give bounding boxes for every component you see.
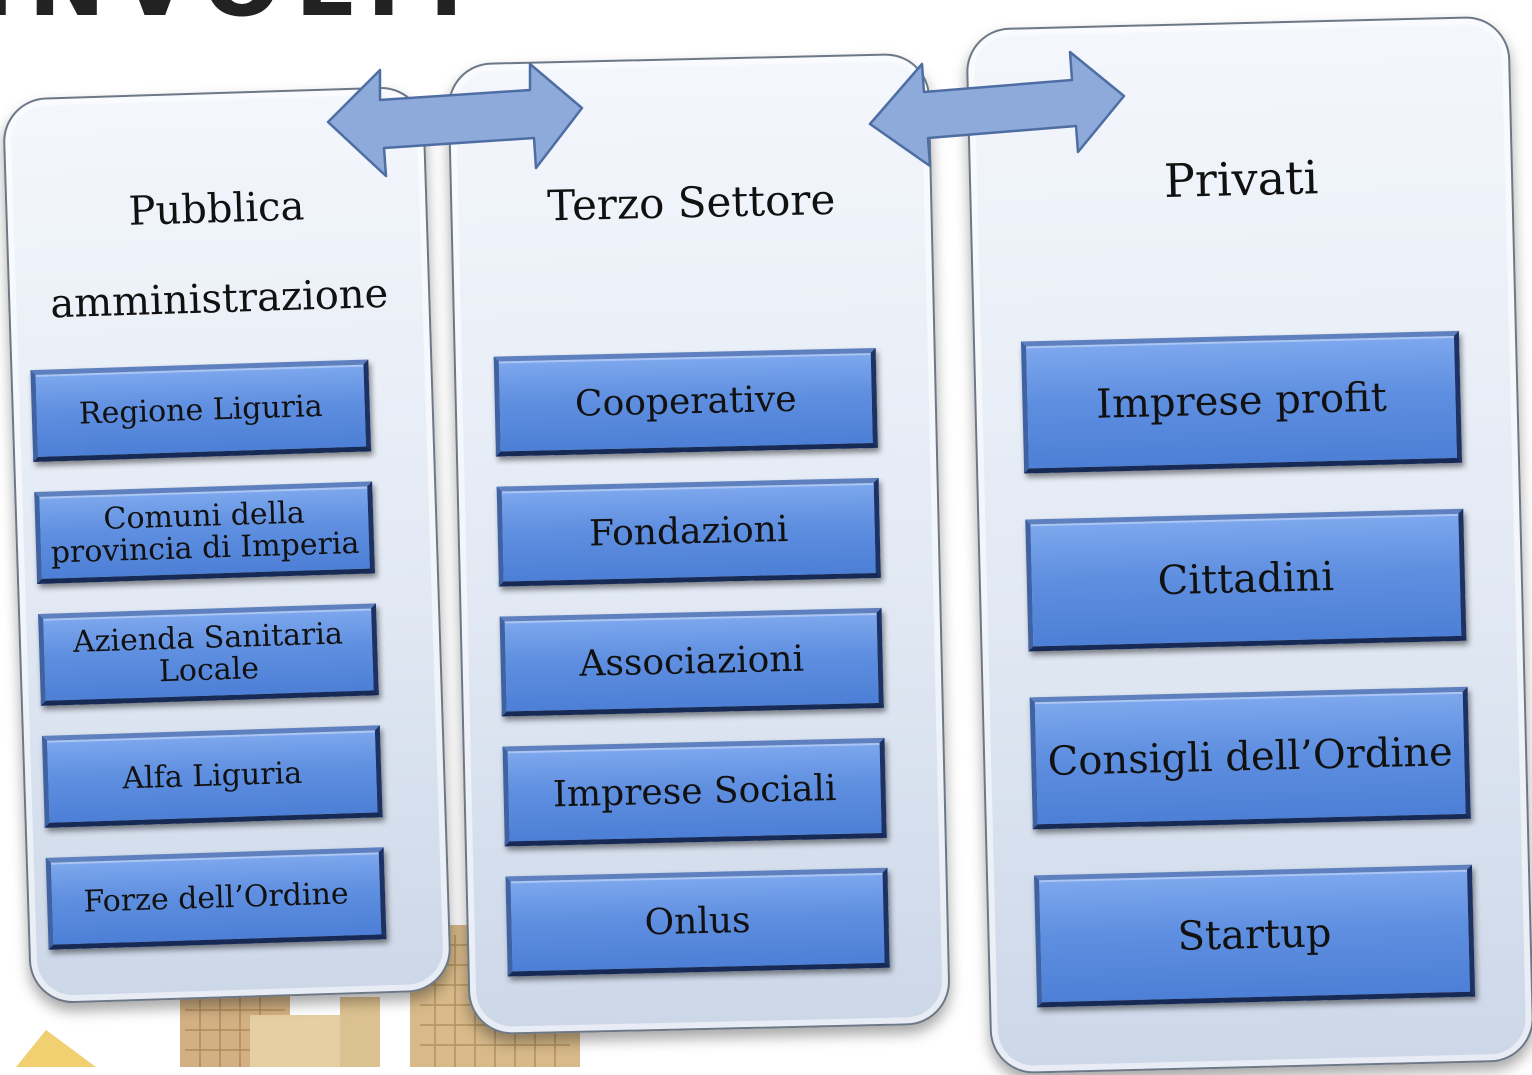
entity-box-onlus: Onlus [505, 867, 890, 977]
entity-box-cooperative: Cooperative [493, 347, 878, 457]
column-terzo-settore: Terzo Settore Cooperative Fondazioni Ass… [447, 52, 951, 1036]
entity-box-asl: Azienda Sanitaria Locale [38, 603, 379, 706]
entity-box-forze-ordine-pa: Forze dell’Ordine [45, 847, 387, 950]
double-arrow-icon [868, 50, 1126, 168]
entity-box-imprese-sociali: Imprese Sociali [502, 737, 887, 847]
entity-box-alfa-liguria: Alfa Liguria [41, 725, 383, 828]
entity-box-startup: Startup [1034, 864, 1476, 1008]
column-privati: Privati Imprese profit Cittadini Consigl… [965, 15, 1532, 1075]
double-arrow-icon [326, 62, 584, 178]
entity-box-regione-liguria: Regione Liguria [30, 359, 372, 463]
entity-box-fondazioni: Fondazioni [496, 477, 881, 587]
column-title-line1: Pubblica [127, 183, 305, 235]
page-title: INVOLTI [0, 0, 477, 30]
entity-box-cittadini: Cittadini [1025, 508, 1467, 652]
column-pubblica-amministrazione: Pubblica amministrazione Regione Liguria… [1, 85, 453, 1005]
column-title-line2: amministrazione [49, 270, 389, 328]
column-title: Pubblica amministrazione [6, 158, 429, 351]
entity-box-imprese-profit: Imprese profit [1020, 330, 1463, 474]
entity-box-associazioni: Associazioni [499, 607, 884, 717]
entity-box-comuni-imperia: Comuni della provincia di Imperia [34, 481, 375, 584]
column-title: Terzo Settore [546, 174, 836, 231]
entity-box-consigli-ordine: Consigli dell’Ordine [1029, 686, 1471, 830]
triangle-shape [16, 1030, 96, 1067]
